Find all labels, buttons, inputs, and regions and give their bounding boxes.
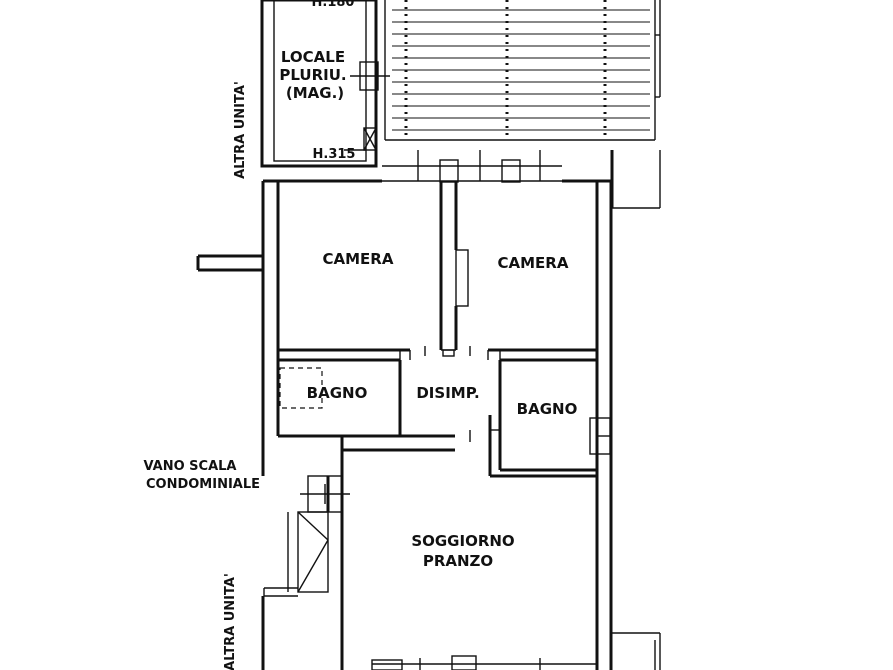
height-label-bottom: H.315 — [313, 147, 356, 162]
height-label-top: H.180 — [312, 0, 355, 10]
altra-unita-bottom-label: ALTRA UNITA' — [223, 573, 238, 670]
terrace-slats — [392, 9, 650, 131]
outer-walls — [196, 150, 661, 670]
bagno-right-label: BAGNO — [517, 400, 578, 418]
bottom-windows — [371, 655, 597, 670]
terrace — [375, 0, 661, 209]
camera-right-label: CAMERA — [498, 254, 569, 272]
interior-walls — [261, 181, 597, 478]
vano-scala-label-line1: VANO SCALA — [143, 459, 236, 474]
vano-scala-label-line2: CONDOMINIALE — [146, 477, 260, 492]
entrance — [261, 475, 350, 670]
disimp-label: DISIMP. — [416, 384, 479, 402]
altra-unita-top-label: ALTRA UNITA' — [233, 81, 248, 179]
annotations: ALTRA UNITA' ALTRA UNITA' VANO SCALA CON… — [143, 81, 260, 670]
camera-left-label: CAMERA — [323, 250, 394, 268]
soggiorno-label-line2: PRANZO — [423, 552, 493, 570]
bagno-left-label: BAGNO — [307, 384, 368, 402]
locale-label-line2: PLURIU. — [279, 66, 346, 84]
locale-label-line1: LOCALE — [281, 48, 345, 66]
soggiorno-label-line1: SOGGIORNO — [411, 532, 514, 550]
locale-label-line3: (MAG.) — [286, 84, 344, 102]
room-labels: H.180 LOCALE PLURIU. (MAG.) H.315 CAMERA… — [279, 0, 577, 570]
